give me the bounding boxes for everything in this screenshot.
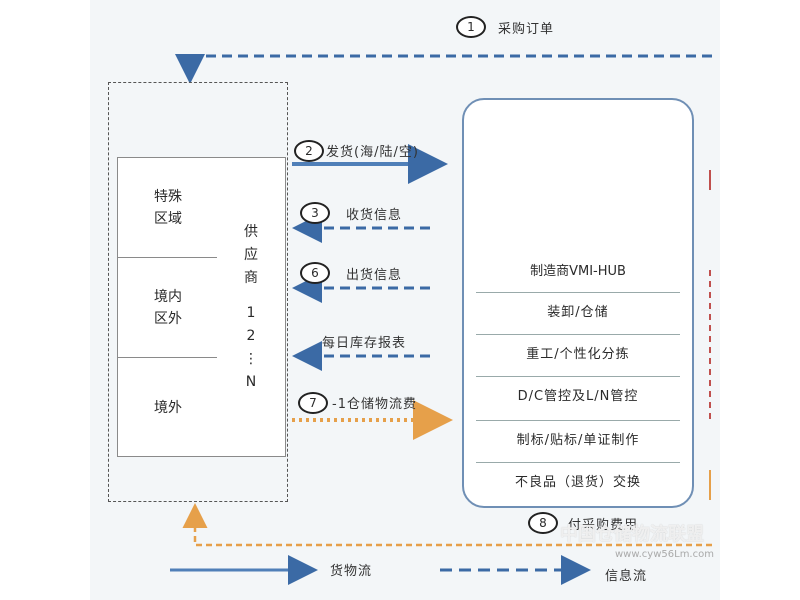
hub-service-item: 装卸/仓储	[476, 292, 680, 320]
step-3-badge: 3	[300, 202, 330, 224]
purchase-order-label: 采购订单	[498, 22, 555, 37]
hub-service-item: 制标/贴标/单证制作	[476, 420, 680, 448]
supplier-index: N	[245, 373, 257, 390]
payment-line	[182, 503, 712, 547]
hub-service-item: D/C管控及L/N管控	[476, 376, 680, 404]
supplier-index: 2	[246, 327, 256, 344]
vmi-hub-block: 制造商VMI-HUB 装卸/仓储 重工/个性化分拣 D/C管控及L/N管控 制标…	[462, 98, 694, 508]
supplier-index: 1	[246, 304, 256, 321]
region-domestic: 境内 区外	[118, 258, 218, 358]
storage-fee-label: -1仓储物流费	[332, 397, 417, 412]
legend-goods-label: 货物流	[330, 564, 373, 579]
step-2-badge: 2	[294, 140, 324, 162]
supplier-char: 商	[244, 269, 258, 286]
daily-stock-label: 每日库存报表	[322, 336, 407, 351]
purchase-order-line	[175, 54, 712, 84]
hub-title: 制造商VMI-HUB	[530, 264, 626, 279]
ship-label: 发货(海/陆/空)	[326, 145, 419, 160]
step-1-badge: 1	[456, 16, 486, 38]
step-8-badge: 8	[528, 512, 558, 534]
shipment-info-label: 出货信息	[346, 268, 403, 283]
watermark-url: www.cyw56Lm.com	[615, 549, 714, 560]
watermark-text: 中国仓储物流联盟	[560, 524, 704, 545]
hub-service-item: 不良品（退货）交换	[476, 462, 680, 490]
hub-service-item: 重工/个性化分拣	[476, 334, 680, 362]
receipt-info-label: 收货信息	[346, 208, 403, 223]
region-special: 特殊 区域	[118, 158, 218, 258]
region-table: 特殊 区域 境内 区外 境外	[117, 157, 219, 457]
supplier-column: 供 应 商 1 2 ⋮ N	[217, 157, 286, 457]
region-overseas: 境外	[154, 399, 182, 416]
supplier-char: 应	[244, 246, 258, 263]
supplier-char: 供	[244, 223, 258, 240]
payment-label: 付采购费用	[568, 518, 639, 533]
step-6-badge: 6	[300, 262, 330, 284]
step-7-badge: 7	[298, 392, 328, 414]
legend-info-label: 信息流	[605, 569, 648, 584]
supplier-index: ⋮	[244, 350, 258, 367]
